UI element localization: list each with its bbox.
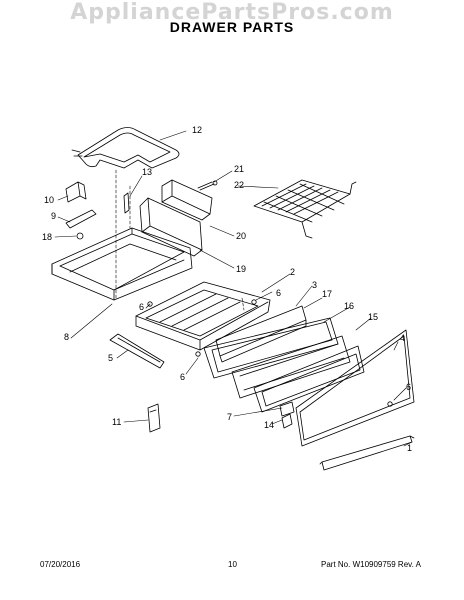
callout-3: 3: [312, 280, 317, 290]
callout-22: 22: [234, 180, 244, 190]
small-panel-part: [161, 179, 213, 221]
footer-date: 07/20/2016: [40, 560, 81, 569]
callout-6-b: 6: [276, 288, 281, 298]
page-title: DRAWER PARTS: [169, 19, 295, 35]
wire-rack-part: [253, 179, 357, 239]
door-handle-part: [319, 435, 415, 471]
insulation-panel-part: [139, 197, 203, 257]
callout-13: 13: [142, 167, 152, 177]
inner-panel-part: [231, 335, 351, 399]
callout-17: 17: [322, 289, 332, 299]
callout-20: 20: [236, 231, 246, 241]
assembly-guides: [115, 169, 245, 311]
watermark: AppliancePartsPros.com: [70, 0, 394, 25]
callout-12: 12: [192, 125, 202, 135]
callout-5: 5: [108, 353, 113, 363]
callout-18: 18: [42, 232, 52, 242]
callout-15: 15: [368, 312, 378, 322]
drawer-housing-part: [51, 227, 193, 301]
callout-6-a: 6: [139, 302, 144, 312]
callout-21: 21: [234, 164, 244, 174]
bracket-part: [65, 181, 87, 203]
clip-part: [123, 192, 130, 214]
clip-7-part: [279, 401, 295, 417]
footer-page-number: 10: [228, 560, 237, 569]
bracket-11-part: [147, 403, 161, 433]
callout-2: 2: [290, 267, 295, 277]
callout-6-d: 6: [406, 382, 411, 392]
callout-10: 10: [44, 195, 54, 205]
heating-element-part: [71, 127, 180, 169]
front-panel-part: [215, 305, 307, 363]
screw-part: [76, 232, 84, 240]
drawer-tray-part: [135, 281, 271, 351]
callout-4: 4: [400, 333, 405, 343]
callout-1: 1: [407, 443, 412, 453]
callout-14: 14: [264, 420, 274, 430]
slide-part: [109, 333, 165, 369]
leader-lines: [54, 130, 413, 447]
callout-7: 7: [227, 412, 232, 422]
screw-21-part: [197, 180, 218, 191]
callout-9: 9: [51, 211, 56, 221]
liner-panel-part: [253, 345, 365, 413]
callout-16: 16: [344, 301, 354, 311]
glide-part: [65, 209, 97, 229]
callout-19: 19: [236, 264, 246, 274]
callout-6-c: 6: [180, 372, 185, 382]
footer-part-number: Part No. W10909759 Rev. A: [321, 560, 421, 569]
callout-11: 11: [112, 417, 121, 427]
clip-14-part: [281, 413, 293, 429]
callout-8: 8: [64, 332, 69, 342]
outer-door-panel-part: [295, 329, 415, 447]
screw-6-part: [147, 299, 393, 407]
